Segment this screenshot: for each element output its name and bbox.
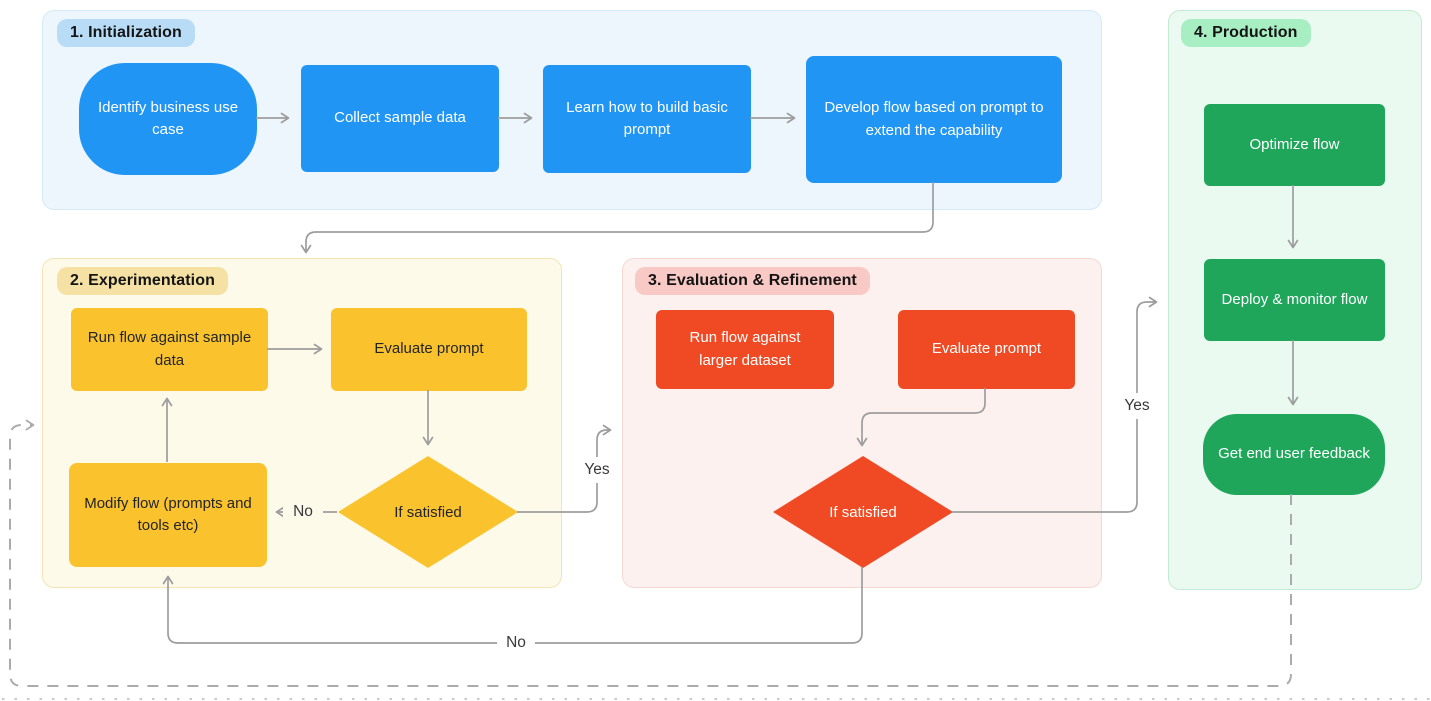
section-initialization-badge: 1. Initialization (57, 19, 195, 47)
node-collect-sample-data: Collect sample data (301, 65, 499, 172)
section-experimentation: 2. Experimentation Run flow against samp… (42, 258, 562, 588)
edge-label-yes-evaluation: Yes (1118, 393, 1156, 419)
section-production: 4. Production Optimize flow Deploy & mon… (1168, 10, 1422, 590)
edge-label-yes-experimentation: Yes (578, 457, 616, 483)
section-evaluation-badge: 3. Evaluation & Refinement (635, 267, 870, 295)
section-evaluation-refinement: 3. Evaluation & Refinement Run flow agai… (622, 258, 1102, 588)
edge-label-no-evaluation: No (497, 630, 535, 656)
section-initialization: 1. Initialization Identify business use … (42, 10, 1102, 210)
section-experimentation-badge: 2. Experimentation (57, 267, 228, 295)
node-develop-flow: Develop flow based on prompt to extend t… (806, 56, 1062, 183)
decision-if-satisfied-experimentation: If satisfied (338, 456, 518, 568)
section-production-badge: 4. Production (1181, 19, 1311, 47)
node-learn-basic-prompt: Learn how to build basic prompt (543, 65, 751, 173)
edge-label-no-experimentation: No (283, 499, 323, 525)
node-evaluate-prompt-evaluation: Evaluate prompt (898, 310, 1075, 389)
node-identify-business-use-case: Identify business use case (79, 63, 257, 175)
node-evaluate-prompt-experimentation: Evaluate prompt (331, 308, 527, 391)
node-modify-flow: Modify flow (prompts and tools etc) (69, 463, 267, 567)
decision-if-satisfied-evaluation: If satisfied (773, 456, 953, 568)
node-get-end-user-feedback: Get end user feedback (1203, 414, 1385, 495)
node-run-flow-sample-data: Run flow against sample data (71, 308, 268, 391)
node-optimize-flow: Optimize flow (1204, 104, 1385, 186)
node-run-flow-larger-dataset: Run flow against larger dataset (656, 310, 834, 389)
node-deploy-monitor-flow: Deploy & monitor flow (1204, 259, 1385, 341)
